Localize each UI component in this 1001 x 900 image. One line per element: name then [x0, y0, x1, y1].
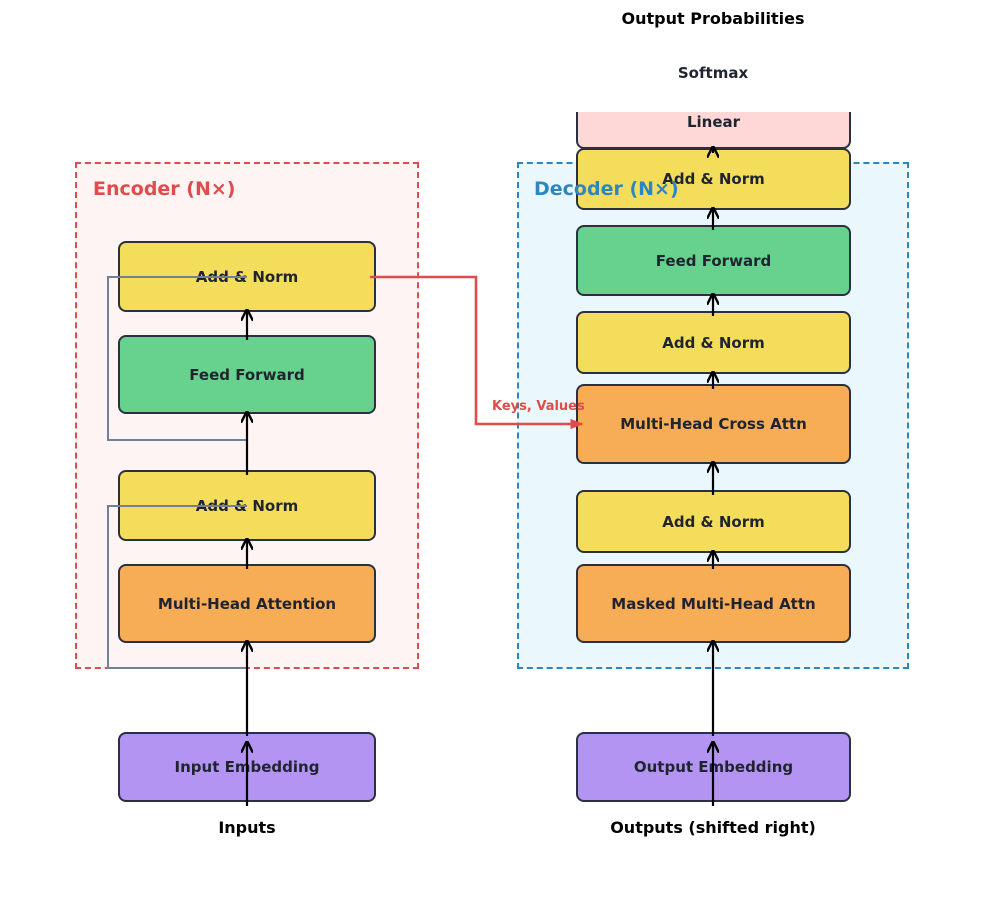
- keys-values-label: Keys, Values: [492, 399, 585, 414]
- decoder-title: Decoder (N×): [534, 178, 679, 200]
- keys-values-connection: [370, 275, 584, 430]
- decoder-feed-forward: Feed Forward: [576, 225, 851, 296]
- encoder-title: Encoder (N×): [93, 178, 236, 200]
- decoder-input-label: Outputs (shifted right): [610, 818, 816, 837]
- output-probabilities-label: Output Probabilities: [621, 9, 805, 28]
- top-mask: [560, 40, 870, 112]
- softmax-label: Softmax: [677, 64, 749, 82]
- decoder-add-norm-3: Add & Norm: [576, 148, 851, 210]
- encoder-feed-forward: Feed Forward: [118, 335, 376, 414]
- decoder-cross-attention: Multi-Head Cross Attn: [576, 384, 851, 464]
- encoder-input-label: Inputs: [218, 818, 276, 837]
- encoder-residual-2: [107, 276, 247, 441]
- encoder-residual-1: [107, 505, 247, 669]
